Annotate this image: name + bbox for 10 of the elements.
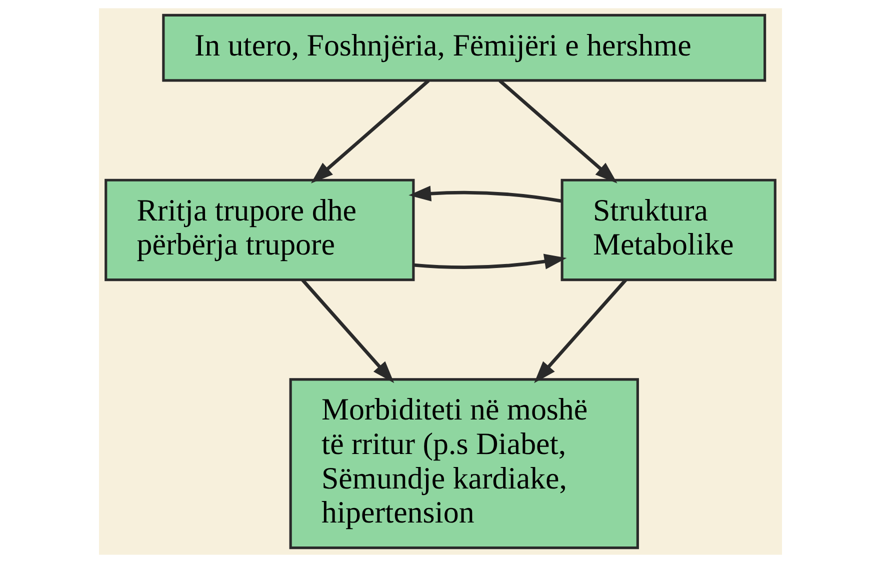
arrow — [300, 278, 394, 384]
arrow — [310, 79, 430, 184]
arrow — [534, 278, 627, 384]
node-box: In utero, Foshnjëria, Fëmijëri e hershme — [162, 14, 766, 82]
arrow — [498, 79, 617, 184]
arrow — [413, 254, 566, 270]
node-box: Morbiditeti në moshë të rritur (p.s Diabet, Sëmundje kardiake, hipertension — [288, 378, 638, 550]
arrow — [408, 186, 562, 203]
node-box: Rritja trupore dhe përbërja trupore — [104, 178, 414, 282]
node-box: Struktura Metabolike — [560, 178, 776, 282]
